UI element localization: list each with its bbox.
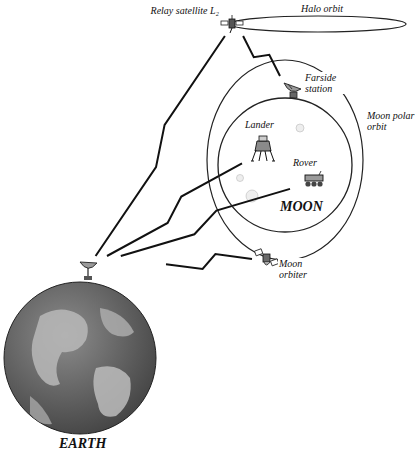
relay-satellite: Relay satellite L₂	[116, 4, 246, 36]
drawing-part	[32, 309, 88, 385]
halo-orbit-line	[230, 16, 406, 32]
drawing-part	[272, 161, 275, 162]
drawing-part	[263, 254, 270, 262]
drawing-part	[251, 161, 254, 162]
drawing-part	[30, 396, 52, 424]
drawing-part	[80, 262, 97, 268]
moon-body: MOON LanderRover	[217, 97, 353, 233]
drawing-part	[218, 98, 352, 232]
drawing-part	[236, 21, 243, 25]
drawing-part	[265, 151, 267, 161]
satellite-label: Relay satellite L₂	[150, 5, 220, 16]
drawing-part	[4, 282, 156, 434]
earth-label: EARTH	[58, 436, 107, 452]
drawing-part	[305, 175, 323, 181]
drawing-part	[230, 28, 232, 33]
drawing-part	[255, 141, 271, 151]
radio-link	[121, 189, 290, 256]
radio-link	[243, 36, 280, 76]
drawing-part	[264, 262, 270, 265]
radio-link	[166, 254, 252, 269]
moon-crater	[237, 175, 244, 182]
drawing-part	[284, 83, 301, 91]
earth-globe: EARTH	[0, 256, 166, 453]
drawing-part	[305, 181, 310, 186]
station-label: Farside station	[304, 72, 350, 94]
drawing-part	[100, 308, 134, 337]
drawing-part	[319, 171, 321, 175]
orbit-label: Halo orbit	[300, 3, 344, 14]
drawing-part	[254, 249, 262, 256]
earth-globe-drawing	[0, 256, 166, 452]
drawing-part	[252, 150, 256, 161]
drawing-part	[259, 151, 261, 161]
drawing-part	[288, 84, 292, 89]
moon-crater	[296, 124, 304, 132]
drawing-part	[84, 276, 92, 280]
drawing-part	[317, 181, 322, 186]
orbit-label: Moon polar orbit	[366, 110, 420, 132]
moon-label: MOON	[279, 199, 324, 215]
farside-station: Farside station	[280, 70, 352, 100]
drawing-part	[93, 366, 130, 416]
polar-orbit-line	[207, 60, 363, 260]
rover: Rover	[290, 157, 332, 189]
drawing-part	[232, 15, 233, 19]
orbiter-label: Moon orbiter	[278, 258, 314, 280]
rover-icon	[302, 171, 328, 187]
sat-icon	[220, 14, 244, 34]
drawing-part	[270, 150, 274, 161]
dish-icon	[282, 80, 302, 98]
drawing-part	[259, 136, 267, 141]
lander-icon	[251, 135, 275, 163]
earthdish-icon	[78, 258, 98, 280]
rover-label: Rover	[292, 157, 318, 168]
moon-orbiter: Moon orbiter	[252, 246, 316, 286]
lander-label: Lander	[244, 119, 275, 130]
lander: Lander	[242, 119, 282, 167]
orb-icon	[254, 248, 278, 268]
drawing-part	[311, 181, 316, 186]
drawing-part	[221, 21, 228, 25]
drawing-part	[229, 19, 235, 28]
drawing-part	[290, 92, 297, 98]
